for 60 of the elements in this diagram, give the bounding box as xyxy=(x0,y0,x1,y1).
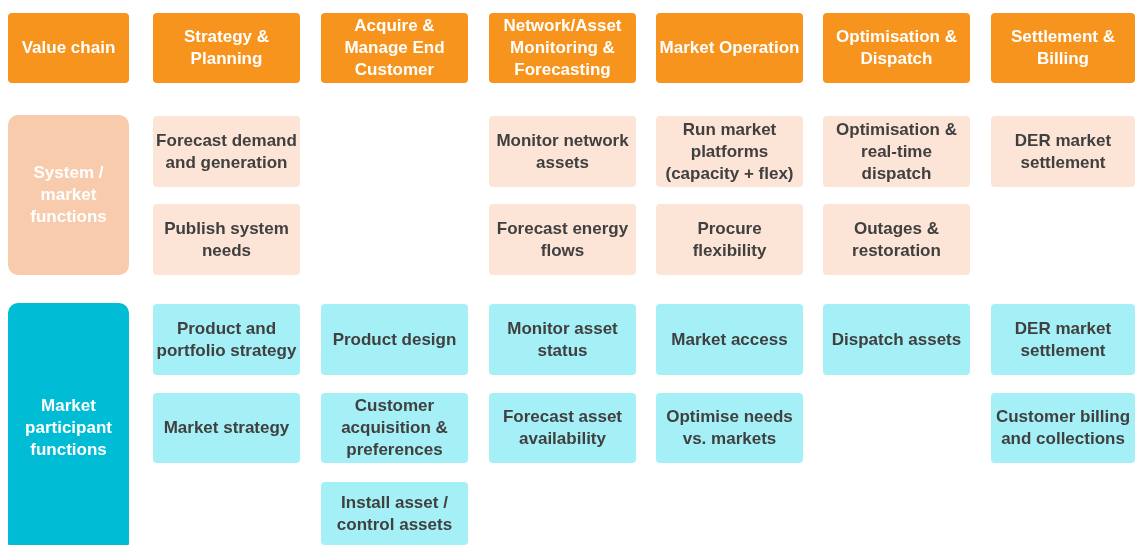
function-box xyxy=(656,304,803,375)
function-box xyxy=(823,304,970,375)
box-label: Publish system needs xyxy=(163,217,290,262)
box-label: Monitor asset status xyxy=(506,317,619,362)
box-label: Optimisation & Dispatch xyxy=(835,26,958,70)
box-label: Outages & restoration xyxy=(851,217,942,262)
box-label: DER market settlement xyxy=(1013,129,1113,174)
box-label: Install asset / control assets xyxy=(335,491,454,536)
function-box xyxy=(489,393,636,463)
function-box xyxy=(489,116,636,187)
box-label: Market access xyxy=(671,328,788,351)
function-box xyxy=(321,393,468,463)
box-label: Product and portfolio strategy xyxy=(156,317,297,362)
header-box xyxy=(656,13,803,83)
row-header-band xyxy=(8,303,129,545)
box-label: Market strategy xyxy=(163,417,290,439)
function-box xyxy=(656,204,803,275)
box-label: Market Operation xyxy=(659,37,800,59)
function-box xyxy=(991,304,1135,375)
box-label: Value chain xyxy=(21,37,116,59)
function-box xyxy=(321,304,468,375)
box-label: Customer billing and collections xyxy=(994,406,1132,450)
function-box xyxy=(823,116,970,187)
box-label: Optimisation & real-time dispatch xyxy=(835,118,958,185)
header-box xyxy=(991,13,1135,83)
header-box xyxy=(153,13,300,83)
function-box xyxy=(153,393,300,463)
box-label: DER market settlement xyxy=(1013,317,1113,362)
function-box xyxy=(656,393,803,463)
box-label: Customer acquisition & preferences xyxy=(340,395,449,461)
box-label: Optimise needs vs. markets xyxy=(665,406,794,450)
box-label: Product design xyxy=(332,328,457,351)
box-label: Acquire & Manage End Customer xyxy=(343,15,446,81)
header-box xyxy=(8,13,129,83)
function-box xyxy=(153,116,300,187)
box-label: Monitor network assets xyxy=(495,129,630,174)
function-box xyxy=(991,116,1135,187)
box-label: Forecast demand and generation xyxy=(156,129,297,174)
row-header-band xyxy=(8,115,129,275)
box-label: Network/Asset Monitoring & Forecasting xyxy=(502,15,623,81)
box-label: Forecast asset availability xyxy=(501,406,624,450)
function-box xyxy=(823,204,970,275)
function-box xyxy=(991,393,1135,463)
box-label: System / market functions xyxy=(29,162,108,228)
header-box xyxy=(489,13,636,83)
function-box xyxy=(656,116,803,187)
box-label: Settlement & Billing xyxy=(1010,26,1116,70)
box-label: Market participant functions xyxy=(24,395,113,461)
function-box xyxy=(489,204,636,275)
box-label: Strategy & Planning xyxy=(183,26,270,70)
header-box xyxy=(321,13,468,83)
box-label: Run market platforms (capacity + flex) xyxy=(664,118,795,185)
box-label: Procure flexibility xyxy=(691,217,768,262)
function-box xyxy=(153,204,300,275)
box-label: Forecast energy flows xyxy=(495,217,630,262)
function-box xyxy=(489,304,636,375)
function-box xyxy=(153,304,300,375)
box-label: Dispatch assets xyxy=(831,328,962,351)
header-box xyxy=(823,13,970,83)
function-box xyxy=(321,482,468,545)
